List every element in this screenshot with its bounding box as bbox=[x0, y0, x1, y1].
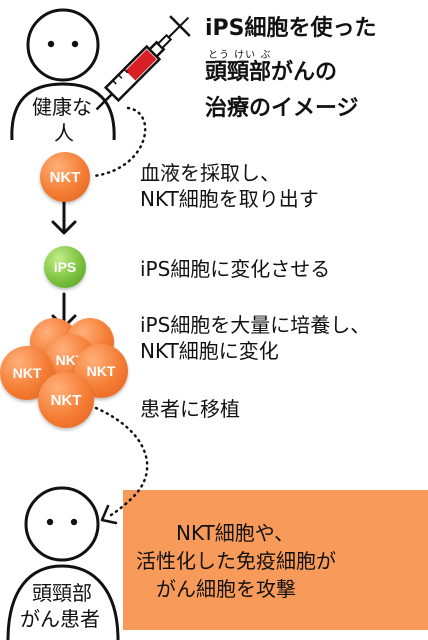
dotted-curve-arrow-icon bbox=[92, 106, 147, 178]
title-line-2: 頭頸部がんの bbox=[205, 60, 338, 85]
patient-person-icon bbox=[6, 486, 120, 640]
syringe-icon bbox=[95, 15, 191, 111]
result-text-line-3: がん細胞を攻撃 bbox=[156, 577, 296, 601]
title-ruby: とう けい ぶ bbox=[208, 50, 272, 61]
step3-text-line-1: iPS細胞を大量に培養し、 bbox=[140, 313, 371, 337]
result-text-line-2: 活性化した免疫細胞が bbox=[136, 549, 336, 573]
dotted-curve-arrow-icon bbox=[94, 406, 149, 525]
ips-cell: iPS bbox=[44, 246, 86, 288]
step2-text: iPS細胞に変化させる bbox=[140, 257, 331, 281]
step4-text: 患者に移植 bbox=[140, 397, 240, 421]
result-text-line-1: NKT細胞や、 bbox=[176, 521, 295, 545]
title-line-1: iPS細胞を使った bbox=[205, 16, 377, 41]
step3-text-line-2: NKT細胞に変化 bbox=[140, 339, 279, 363]
nkt-cell: NKT bbox=[38, 372, 94, 428]
step1-text-line-1: 血液を採取し、 bbox=[140, 161, 280, 185]
healthy-person-label-2: 人 bbox=[54, 121, 74, 145]
patient-label-1: 頭頸部 bbox=[32, 581, 92, 605]
step1-text-line-2: NKT細胞を取り出す bbox=[140, 187, 319, 211]
result-panel bbox=[123, 490, 428, 630]
title-line-3: 治療のイメージ bbox=[205, 96, 359, 121]
nkt-cell: NKT bbox=[40, 152, 90, 202]
down-arrow-icon bbox=[51, 198, 77, 235]
healthy-person-icon bbox=[10, 8, 116, 141]
healthy-person-label-1: 健康な bbox=[32, 95, 92, 119]
patient-label-2: がん患者 bbox=[20, 607, 100, 631]
